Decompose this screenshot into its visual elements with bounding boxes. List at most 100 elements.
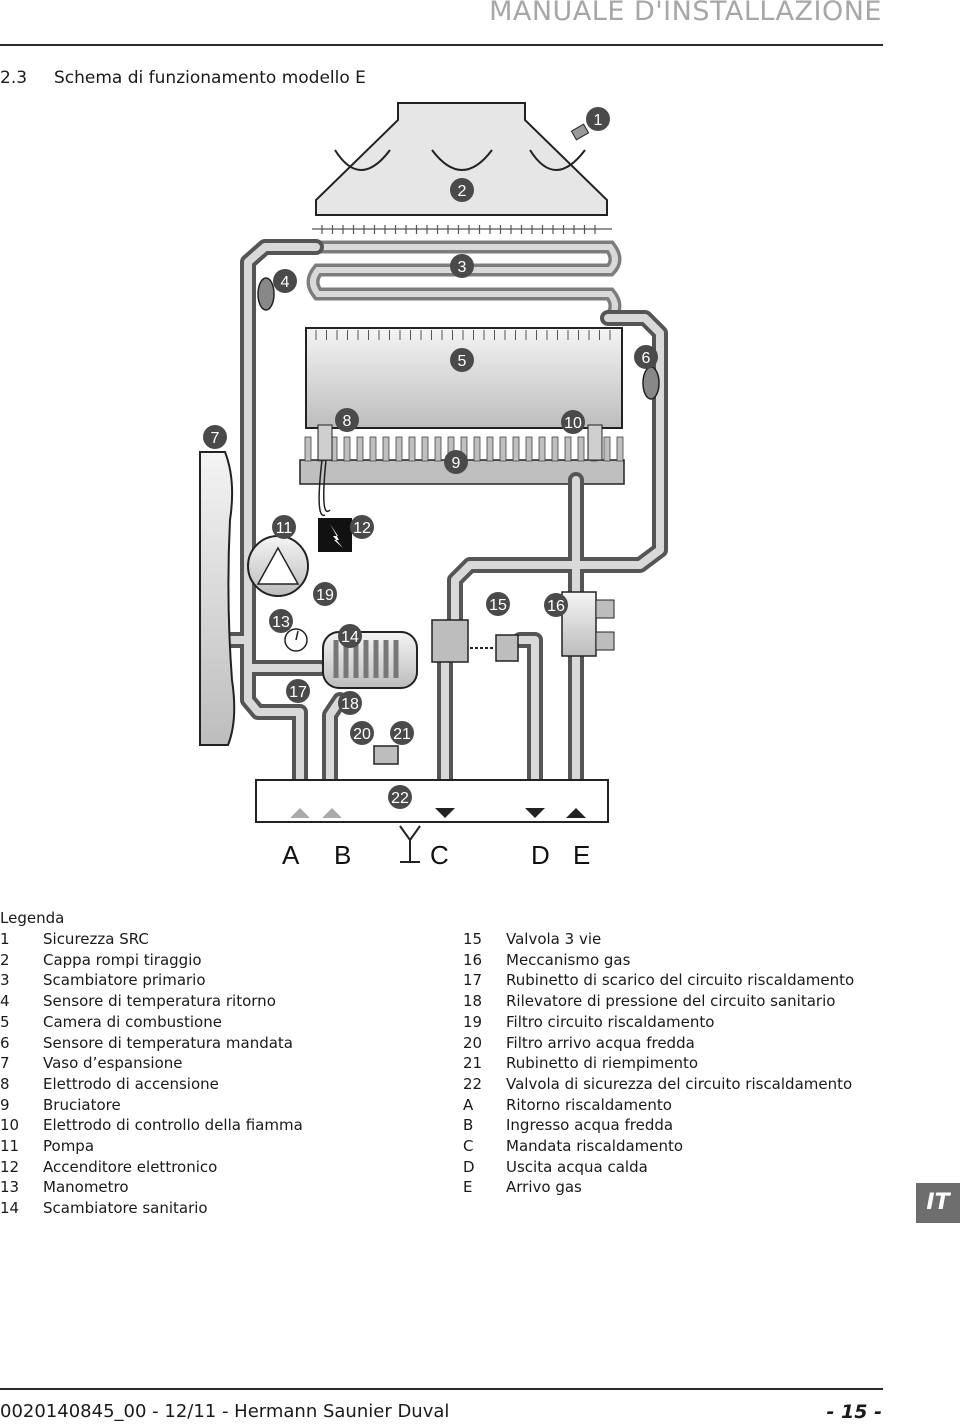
legend-label: Sensore di temperatura ritorno [43,992,276,1011]
callout-19: 19 [313,582,337,606]
draught-hood [315,102,608,216]
legend-label: Ritorno riscaldamento [506,1095,672,1114]
callout-number: 22 [391,790,409,807]
callout-14: 14 [338,624,362,648]
callout-1: 1 [586,107,610,131]
connection-label-d: D [531,840,550,870]
legend-label: Scambiatore sanitario [43,1199,208,1218]
callout-number: 20 [353,726,371,743]
footer-document-code: 0020140845_00 - 12/11 - Hermann Saunier … [0,1401,450,1422]
callout-number: 14 [341,629,359,646]
legend-label: Valvola 3 vie [506,930,602,948]
legend-item: 20 Filtro arrivo acqua fredda [463,1033,854,1054]
callout-number: 11 [276,520,293,537]
legend-key: 15 [463,930,483,948]
callout-6: 6 [634,345,658,369]
callout-number: 1 [594,112,603,129]
legend-key: E [463,1178,473,1197]
callout-number: 19 [316,587,334,604]
callout-20: 20 [350,721,374,745]
src-safety-device [570,123,590,141]
legend-label: Cappa rompi tiraggio [43,950,202,969]
section-title: Schema di funzionamento modello E [54,68,366,88]
callout-number: 4 [281,274,290,291]
legend-item: 6 Sensore di temperatura mandata [0,1033,303,1054]
legend-key: 18 [463,992,483,1011]
section-number: 2.3 [0,68,28,88]
filling-tap [373,745,399,765]
legend-key: 17 [463,971,483,990]
three-way-valve [431,619,469,663]
legend-item: 15 Valvola 3 vie [463,929,854,950]
callout-12: 12 [350,515,374,539]
connection-label-a: A [282,840,300,870]
legend-key: 13 [0,1178,20,1197]
legend-key: 6 [0,1033,10,1052]
header-rule [0,44,883,46]
callout-number: 5 [458,353,467,370]
callout-number: 7 [211,430,220,447]
callout-13: 13 [269,609,293,633]
footer-rule [0,1388,883,1390]
legend-label: Rubinetto di scarico del circuito riscal… [506,971,855,990]
connection-bar [255,779,609,823]
legend-key: 1 [0,930,10,948]
legend-key: 7 [0,1054,10,1073]
callout-number: 21 [393,726,411,743]
expansion-vessel [199,451,236,746]
callout-number: 12 [353,520,371,537]
legend-label: Bruciatore [43,1095,121,1114]
legend-key: 21 [463,1054,483,1073]
callout-number: 17 [289,684,307,701]
legend-label: Vaso d’espansione [43,1054,183,1073]
legend-key: 20 [463,1033,483,1052]
legend-key: D [463,1157,475,1176]
legend-label: Accenditore elettronico [43,1157,218,1176]
legend-key: 16 [463,950,483,969]
legend-key: 14 [0,1199,20,1218]
callout-number: 15 [489,597,507,614]
callout-number: 13 [272,614,290,631]
callout-9: 9 [444,450,468,474]
connection-label-c: C [430,840,449,870]
legend-item: 9 Bruciatore [0,1095,303,1116]
legend-label: Mandata riscaldamento [506,1137,684,1156]
legend-key: 9 [0,1095,10,1114]
callout-18: 18 [338,691,362,715]
electronic-ignitor [318,518,352,552]
legend-label: Camera di combustione [43,1012,222,1031]
callout-number: 10 [564,415,582,432]
legend-label: Filtro arrivo acqua fredda [506,1033,695,1052]
callout-number: 8 [343,413,352,430]
legend-key: 5 [0,1012,10,1031]
callout-number: 6 [642,350,651,367]
callout-number: 18 [341,696,359,713]
legend-label: Elettrodo di controllo della fiamma [43,1116,303,1135]
legend-title: Legenda [0,909,65,927]
legend-key: 22 [463,1074,483,1093]
connection-label-b: B [334,840,351,870]
legend-label: Sensore di temperatura mandata [43,1033,293,1052]
legend-key: 11 [0,1137,20,1156]
legend-key: 3 [0,971,10,990]
legend-item: 14 Scambiatore sanitario [0,1198,303,1219]
callout-5: 5 [450,348,474,372]
section-heading: 2.3 Schema di funzionamento modello E [0,68,366,88]
connection-label-e: E [573,840,590,870]
legend-label: Meccanismo gas [506,950,631,969]
legend-label: Rilevatore di pressione del circuito san… [506,992,836,1011]
callout-8: 8 [335,408,359,432]
